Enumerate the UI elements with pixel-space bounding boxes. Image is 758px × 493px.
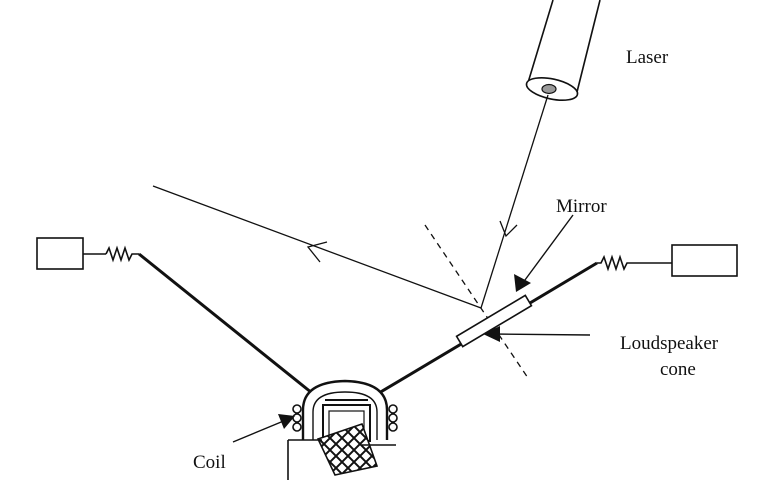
laser-label: Laser [626, 47, 669, 68]
reflected-beam [152, 185, 482, 309]
coil-pointer [232, 414, 295, 443]
normal-line [424, 224, 529, 379]
coil-label: Coil [193, 452, 226, 473]
cone-pointer [483, 326, 591, 342]
mirror-label: Mirror [556, 196, 607, 217]
right-suspension [597, 244, 738, 277]
reflected-arrow [306, 241, 328, 263]
laser-device [525, 0, 601, 101]
cone-left-side [138, 252, 313, 395]
incident-arrow [499, 220, 518, 238]
cone-label: cone [660, 359, 696, 380]
coil-assembly [287, 379, 398, 480]
incident-beam [480, 94, 549, 309]
mirror-pointer [514, 214, 574, 292]
mirror [455, 294, 533, 348]
left-suspension [36, 237, 139, 270]
magnet [316, 422, 379, 476]
laser-aperture [541, 83, 557, 95]
loudspeaker-label: Loudspeaker [620, 333, 719, 354]
